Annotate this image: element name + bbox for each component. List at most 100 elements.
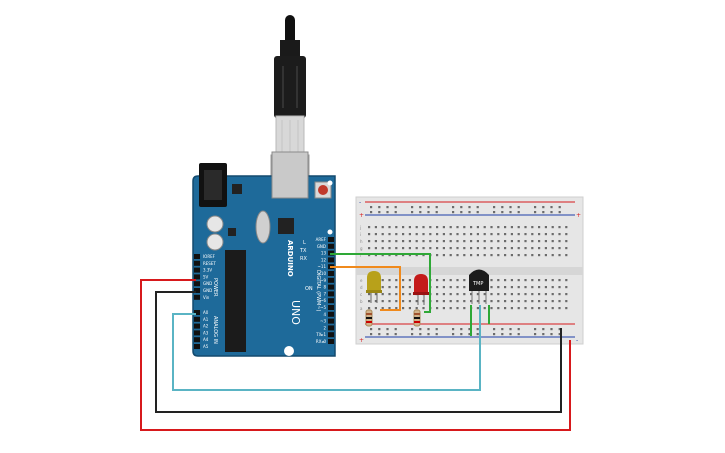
breadboard-hole[interactable] bbox=[517, 279, 520, 282]
breadboard-hole[interactable] bbox=[427, 333, 430, 336]
breadboard-hole[interactable] bbox=[534, 211, 537, 214]
breadboard-hole[interactable] bbox=[531, 307, 534, 310]
breadboard-hole[interactable] bbox=[394, 206, 397, 209]
breadboard-hole[interactable] bbox=[368, 293, 371, 296]
breadboard-hole[interactable] bbox=[415, 254, 418, 257]
breadboard-hole[interactable] bbox=[558, 247, 561, 250]
breadboard-hole[interactable] bbox=[524, 247, 527, 250]
breadboard-hole[interactable] bbox=[452, 211, 455, 214]
breadboard-hole[interactable] bbox=[544, 240, 547, 243]
breadboard-hole[interactable] bbox=[517, 233, 520, 236]
breadboard-hole[interactable] bbox=[442, 286, 445, 289]
breadboard-hole[interactable] bbox=[374, 233, 377, 236]
breadboard-hole[interactable] bbox=[538, 240, 541, 243]
breadboard-hole[interactable] bbox=[550, 333, 553, 336]
breadboard-hole[interactable] bbox=[483, 233, 486, 236]
wire-red[interactable] bbox=[140, 279, 571, 431]
breadboard-hole[interactable] bbox=[538, 286, 541, 289]
breadboard-hole[interactable] bbox=[456, 233, 459, 236]
breadboard-hole[interactable] bbox=[456, 300, 459, 303]
breadboard-hole[interactable] bbox=[374, 240, 377, 243]
breadboard-hole[interactable] bbox=[463, 226, 466, 229]
breadboard-hole[interactable] bbox=[370, 206, 373, 209]
breadboard-hole[interactable] bbox=[476, 206, 479, 209]
breadboard-hole[interactable] bbox=[368, 247, 371, 250]
breadboard-hole[interactable] bbox=[408, 293, 411, 296]
breadboard-hole[interactable] bbox=[388, 233, 391, 236]
breadboard-hole[interactable] bbox=[558, 240, 561, 243]
breadboard-hole[interactable] bbox=[517, 300, 520, 303]
breadboard-hole[interactable] bbox=[449, 286, 452, 289]
breadboard-hole[interactable] bbox=[442, 226, 445, 229]
header-pin[interactable] bbox=[194, 344, 200, 349]
breadboard-hole[interactable] bbox=[381, 240, 384, 243]
breadboard-hole[interactable] bbox=[524, 254, 527, 257]
breadboard-hole[interactable] bbox=[449, 293, 452, 296]
led-yellow[interactable] bbox=[366, 271, 382, 303]
breadboard-hole[interactable] bbox=[531, 300, 534, 303]
breadboard-hole[interactable] bbox=[476, 307, 479, 310]
breadboard-hole[interactable] bbox=[370, 211, 373, 214]
breadboard-hole[interactable] bbox=[449, 240, 452, 243]
breadboard-hole[interactable] bbox=[408, 233, 411, 236]
breadboard-hole[interactable] bbox=[402, 254, 405, 257]
breadboard-hole[interactable] bbox=[504, 247, 507, 250]
breadboard-hole[interactable] bbox=[456, 226, 459, 229]
breadboard-hole[interactable] bbox=[378, 206, 381, 209]
breadboard-hole[interactable] bbox=[456, 254, 459, 257]
breadboard-hole[interactable] bbox=[524, 233, 527, 236]
breadboard-hole[interactable] bbox=[422, 233, 425, 236]
breadboard-hole[interactable] bbox=[411, 328, 414, 331]
breadboard-hole[interactable] bbox=[538, 247, 541, 250]
breadboard-hole[interactable] bbox=[388, 247, 391, 250]
breadboard-hole[interactable] bbox=[402, 300, 405, 303]
breadboard-hole[interactable] bbox=[524, 226, 527, 229]
breadboard-hole[interactable] bbox=[411, 333, 414, 336]
breadboard-hole[interactable] bbox=[436, 240, 439, 243]
breadboard-hole[interactable] bbox=[476, 333, 479, 336]
breadboard-hole[interactable] bbox=[378, 328, 381, 331]
breadboard-hole[interactable] bbox=[402, 286, 405, 289]
breadboard-hole[interactable] bbox=[497, 247, 500, 250]
breadboard-hole[interactable] bbox=[510, 247, 513, 250]
breadboard-hole[interactable] bbox=[463, 293, 466, 296]
breadboard-hole[interactable] bbox=[483, 247, 486, 250]
breadboard-hole[interactable] bbox=[565, 254, 568, 257]
header-pin[interactable] bbox=[194, 267, 200, 273]
breadboard-hole[interactable] bbox=[463, 247, 466, 250]
breadboard-hole[interactable] bbox=[381, 254, 384, 257]
breadboard-hole[interactable] bbox=[452, 206, 455, 209]
resistor-icon[interactable] bbox=[365, 309, 373, 327]
breadboard-hole[interactable] bbox=[497, 240, 500, 243]
breadboard-hole[interactable] bbox=[408, 226, 411, 229]
breadboard-hole[interactable] bbox=[544, 307, 547, 310]
breadboard-hole[interactable] bbox=[456, 279, 459, 282]
header-pin[interactable] bbox=[194, 310, 200, 315]
breadboard-hole[interactable] bbox=[538, 307, 541, 310]
breadboard-hole[interactable] bbox=[463, 300, 466, 303]
breadboard-hole[interactable] bbox=[394, 328, 397, 331]
breadboard-hole[interactable] bbox=[460, 333, 463, 336]
breadboard-hole[interactable] bbox=[368, 300, 371, 303]
breadboard-hole[interactable] bbox=[551, 279, 554, 282]
breadboard-hole[interactable] bbox=[565, 286, 568, 289]
breadboard-hole[interactable] bbox=[422, 240, 425, 243]
breadboard-hole[interactable] bbox=[436, 307, 439, 310]
breadboard-hole[interactable] bbox=[386, 328, 389, 331]
breadboard-hole[interactable] bbox=[402, 226, 405, 229]
breadboard-hole[interactable] bbox=[374, 226, 377, 229]
breadboard-hole[interactable] bbox=[470, 226, 473, 229]
breadboard-hole[interactable] bbox=[436, 247, 439, 250]
breadboard-hole[interactable] bbox=[463, 254, 466, 257]
breadboard-hole[interactable] bbox=[381, 286, 384, 289]
header-pin[interactable] bbox=[194, 323, 200, 329]
breadboard-hole[interactable] bbox=[558, 211, 561, 214]
breadboard-hole[interactable] bbox=[517, 286, 520, 289]
breadboard-hole[interactable] bbox=[374, 247, 377, 250]
breadboard-hole[interactable] bbox=[544, 226, 547, 229]
header-pin[interactable] bbox=[194, 281, 200, 287]
breadboard-hole[interactable] bbox=[476, 233, 479, 236]
header-pin[interactable] bbox=[328, 325, 334, 331]
header-pin[interactable] bbox=[328, 318, 334, 324]
breadboard-hole[interactable] bbox=[565, 240, 568, 243]
